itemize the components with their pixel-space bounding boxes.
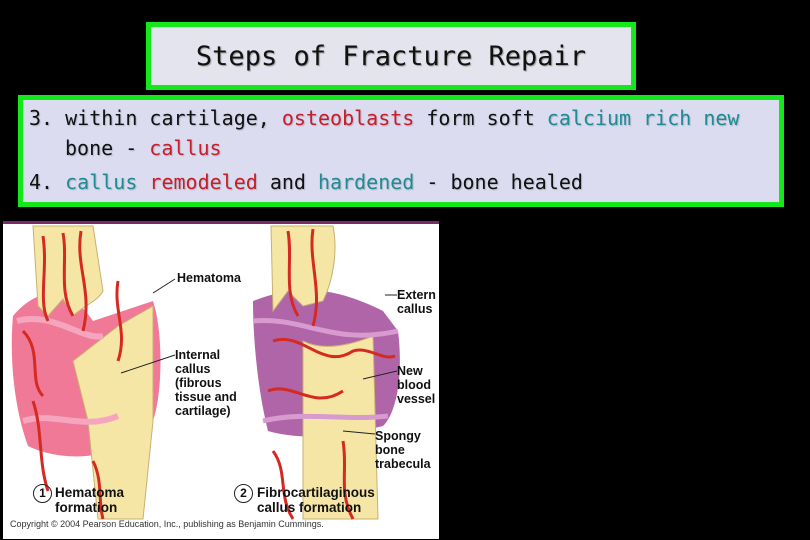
calcium-rich-term: calcium rich new (546, 106, 740, 130)
spongy-bone-line-2: bone (375, 443, 405, 457)
osteoblasts-term: osteoblasts (281, 106, 415, 130)
callus-term-2: callus (65, 170, 138, 194)
internal-callus-line-2: callus (175, 362, 211, 376)
fracture-repair-figure: Hematoma Internal callus (fibrous tissue… (3, 221, 439, 539)
spongy-bone-line-3: trabecula (375, 457, 431, 471)
external-callus-label: Extern callus (397, 288, 436, 316)
step-2-caption-line-2: callus formation (257, 500, 362, 515)
spongy-bone-label: Spongy bone trabecula (375, 429, 431, 471)
fracture-illustration (3, 221, 439, 520)
internal-callus-line-3: (fibrous (175, 376, 222, 390)
content-line-2: bone - callus (65, 136, 222, 160)
step-4-number: 4. (29, 170, 66, 194)
new-blood-vessels-line-3: vessel (397, 392, 436, 406)
internal-callus-label: Internal callus (fibrous tissue and cart… (175, 348, 237, 418)
new-blood-vessels-line-1: New (397, 364, 423, 378)
step-1-caption: Hematoma formation (55, 485, 124, 515)
callus-term: callus (149, 136, 222, 160)
external-callus-line-2: callus (397, 302, 433, 316)
and-text: and (257, 170, 319, 194)
content-line-3: 4. callus remodeled and hardened - bone … (29, 170, 583, 194)
content-box: 3. within cartilage, osteoblasts form so… (18, 95, 784, 207)
hematoma-label: Hematoma (177, 271, 241, 285)
slide-title: Steps of Fracture Repair (195, 40, 587, 72)
step-1-caption-line-1: Hematoma (55, 485, 125, 500)
step-1-number: 1 (33, 484, 52, 503)
space (137, 170, 149, 194)
internal-callus-line-5: cartilage) (175, 404, 231, 418)
remodeled-term: remodeled (149, 170, 258, 194)
new-blood-vessels-label: New blood vessel (397, 364, 435, 406)
external-callus-line-1: Extern (397, 288, 436, 302)
step-2-caption-line-1: Fibrocartilaginous (257, 485, 375, 500)
title-box: Steps of Fracture Repair (146, 22, 636, 90)
new-blood-vessels-line-2: blood (397, 378, 432, 392)
copyright-notice: Copyright © 2004 Pearson Education, Inc.… (10, 519, 324, 529)
content-line-1: 3. within cartilage, osteoblasts form so… (29, 106, 739, 130)
hardened-term: hardened (318, 170, 415, 194)
step-4-rest: - bone healed (414, 170, 583, 194)
internal-callus-line-4: tissue and (175, 390, 237, 404)
callus-panel-drawing (252, 225, 400, 520)
step-2-number: 2 (234, 484, 253, 503)
hematoma-panel-drawing (11, 225, 161, 520)
step-2-caption: Fibrocartilaginous callus formation (257, 485, 375, 515)
spongy-bone-line-1: Spongy (375, 429, 421, 443)
step-1-caption-line-2: formation (55, 500, 118, 515)
bone-text: bone - (65, 136, 150, 160)
step-3-middle: form soft (414, 106, 547, 130)
step-3-prefix: 3. within cartilage, (29, 106, 282, 130)
internal-callus-line-1: Internal (175, 348, 221, 362)
